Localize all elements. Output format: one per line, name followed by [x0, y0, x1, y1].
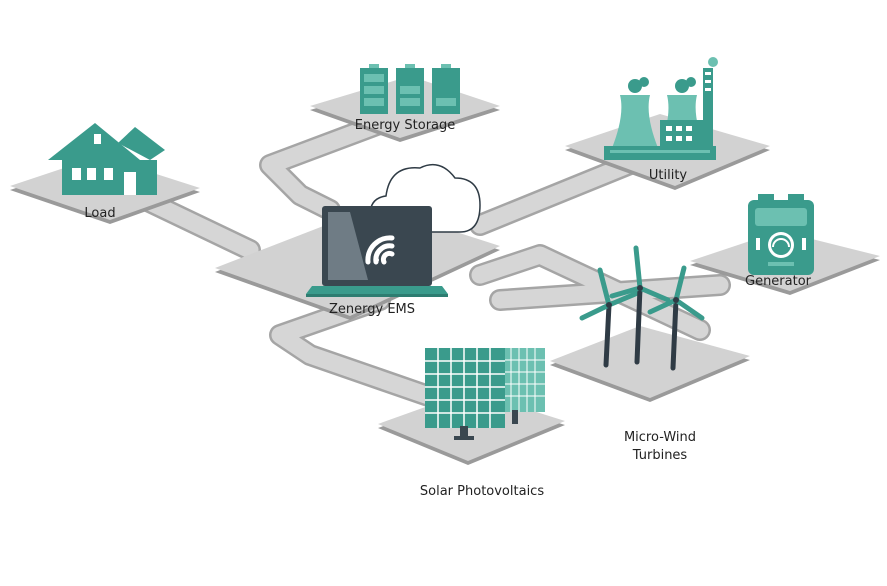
wind-label-line2: Turbines [632, 448, 688, 463]
house-icon [48, 123, 165, 195]
solar-panel-icon [425, 348, 545, 440]
wind-turbine-icon [579, 245, 705, 371]
load-label: Load [84, 206, 116, 221]
wind-tile [550, 326, 750, 402]
laptop-wifi-icon [306, 206, 448, 297]
energy-storage-label: Energy Storage [354, 118, 456, 133]
generator-icon [748, 194, 814, 275]
connection-paths [124, 109, 731, 411]
solar-label: Solar Photovoltaics [419, 484, 545, 499]
utility-label: Utility [648, 168, 688, 183]
generator-label: Generator [744, 274, 812, 289]
ems-label: Zenergy EMS [328, 302, 416, 317]
wind-label-line1: Micro-Wind [623, 430, 697, 445]
battery-icon [360, 64, 460, 114]
power-plant-icon [604, 57, 718, 160]
